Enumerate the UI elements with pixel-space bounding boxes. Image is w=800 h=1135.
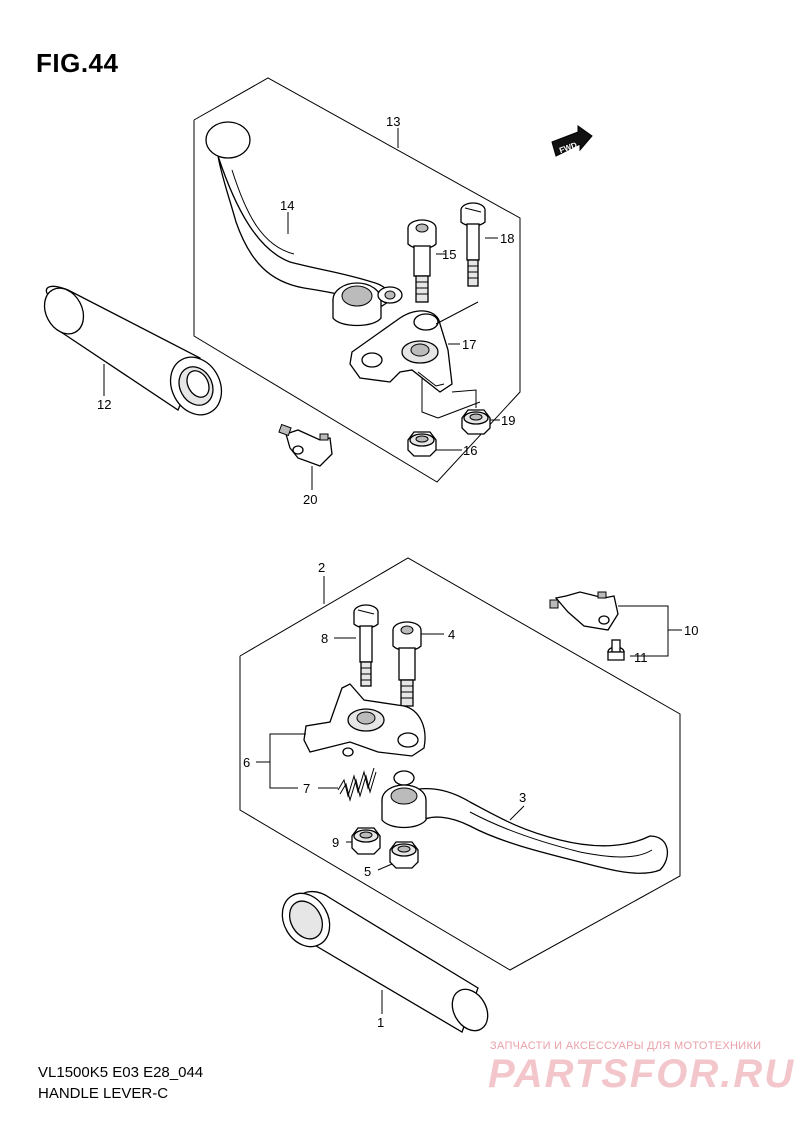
- nut-16: [407, 431, 437, 457]
- pivot-bolt-4: [392, 621, 422, 707]
- screw-11: [607, 639, 625, 661]
- callout-5: 5: [364, 864, 371, 879]
- callout-20: 20: [303, 492, 317, 507]
- nut-19: [461, 409, 491, 435]
- brake-lever-upper: [205, 121, 403, 327]
- callout-1: 1: [377, 1015, 384, 1030]
- pivot-bolt-15: [407, 219, 437, 303]
- callout-6: 6: [243, 755, 250, 770]
- callout-19: 19: [501, 413, 515, 428]
- leader-lines-upper: [103, 128, 500, 490]
- lower-assembly-box: [239, 557, 681, 971]
- callout-10: 10: [684, 623, 698, 638]
- lever-bracket-6: [303, 683, 426, 757]
- switch-10: [549, 591, 619, 631]
- grip-12: [43, 285, 223, 416]
- alignment-lines-upper: [421, 301, 481, 419]
- clutch-lever-3: [381, 770, 669, 874]
- callout-9: 9: [332, 835, 339, 850]
- callout-14: 14: [280, 198, 294, 213]
- callout-2: 2: [318, 560, 325, 575]
- callout-18: 18: [500, 231, 514, 246]
- leader-lines-lower: [256, 576, 682, 1014]
- lever-bracket-17: [349, 310, 453, 393]
- upper-assembly-box: [193, 77, 521, 483]
- callout-4: 4: [448, 627, 455, 642]
- callout-12: 12: [97, 397, 111, 412]
- screw-18: [460, 202, 486, 287]
- watermark-tagline: ЗАПЧАСТИ И АКСЕССУАРЫ ДЛЯ МОТОТЕХНИКИ: [490, 1040, 762, 1052]
- model-code: VL1500K5 E03 E28_044: [38, 1064, 204, 1081]
- callout-13: 13: [386, 114, 400, 129]
- callout-11: 11: [634, 650, 648, 665]
- nut-9: [351, 827, 381, 855]
- watermark-logo: PARTSFOR.RU: [488, 1052, 796, 1096]
- fwd-arrow-icon: FWD: [551, 125, 593, 157]
- callout-7: 7: [303, 781, 310, 796]
- screw-8: [353, 604, 379, 687]
- switch-20: [278, 423, 333, 467]
- callout-3: 3: [519, 790, 526, 805]
- nut-5: [389, 841, 419, 869]
- callout-16: 16: [463, 443, 477, 458]
- callout-15: 15: [442, 247, 456, 262]
- grip-1: [281, 891, 489, 1033]
- callout-8: 8: [321, 631, 328, 646]
- diagram-caption: HANDLE LEVER-C: [38, 1085, 169, 1102]
- figure-title: FIG.44: [36, 48, 119, 78]
- spring-7: [337, 767, 377, 802]
- callout-17: 17: [462, 337, 476, 352]
